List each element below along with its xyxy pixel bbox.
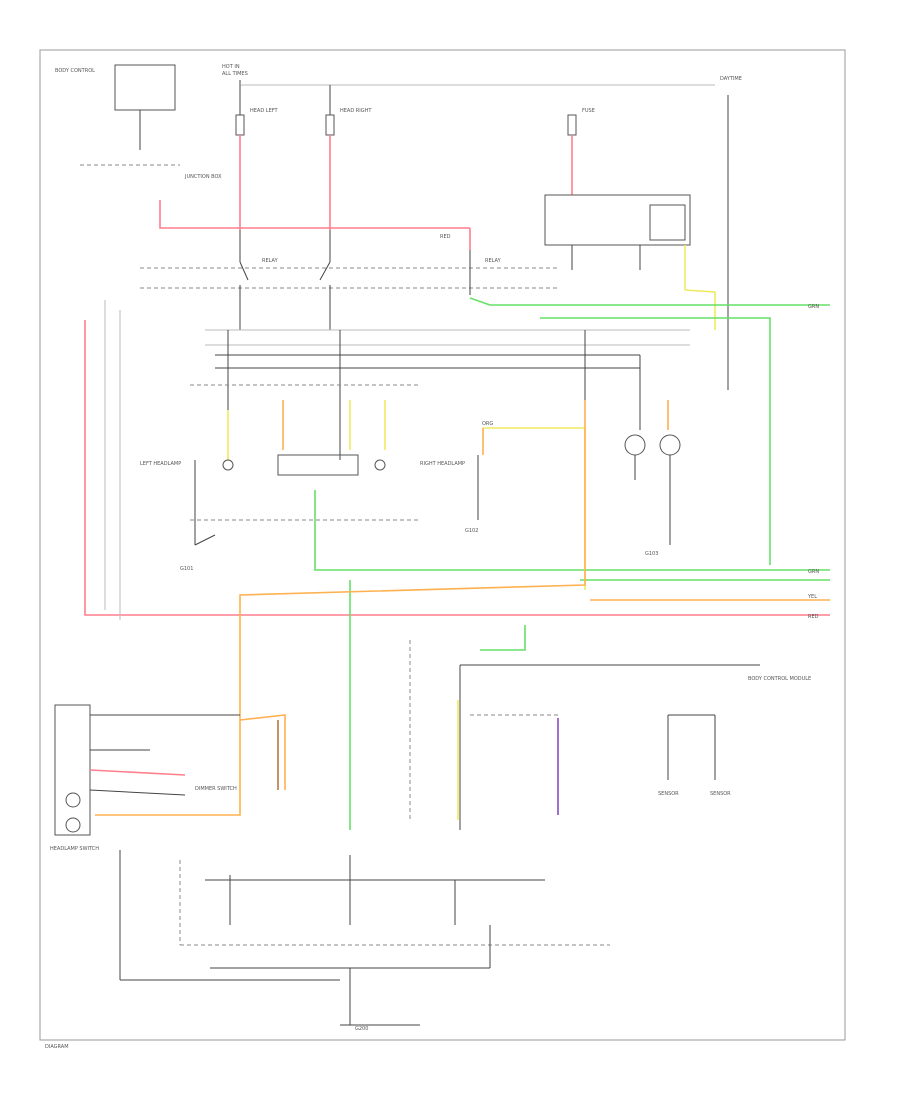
diagram-border: [39, 49, 846, 1041]
bcm-tl-label: BODY CONTROL: [55, 68, 95, 74]
green-wires: [314, 297, 830, 830]
tag-orange: ORG: [482, 421, 493, 427]
relay-mid: [319, 230, 331, 330]
tag-green-2: GRN: [808, 569, 819, 575]
tag-green: GRN: [808, 304, 819, 310]
tag-red-top: RED: [440, 234, 451, 240]
junction-box: JUNCTION BOX: [80, 164, 560, 289]
relay-right: RELAY: [469, 250, 502, 295]
orange-wires: [95, 400, 830, 816]
mid-buses: [104, 300, 690, 620]
ground-mid-label: G102: [465, 528, 478, 534]
right-lamps: G103 G102: [465, 400, 681, 590]
bcm-bottom: BODY CONTROL MODULE SENSOR SENSOR: [409, 640, 811, 830]
fuse-right-label: FUSE: [582, 108, 595, 114]
daytime-module: DAYTIME: [544, 76, 742, 390]
footer-label: DIAGRAM: [45, 1044, 69, 1050]
fuse-mid: HEAD RIGHT: [325, 108, 372, 136]
left-ground: G101: [180, 460, 216, 572]
junction-label: JUNCTION BOX: [184, 174, 222, 180]
red-wires: [84, 135, 830, 616]
fuse-left-label: HEAD LEFT: [250, 108, 279, 114]
wire-tags: GRN GRN YEL RED RED ORG: [440, 234, 819, 620]
dimmer-label: DIMMER SWITCH: [195, 786, 237, 792]
tag-red: RED: [808, 614, 819, 620]
headlamp-right-label: RIGHT HEADLAMP: [420, 461, 465, 467]
hot-label: HOT IN: [222, 64, 240, 70]
bcm-br-label: BODY CONTROL MODULE: [748, 676, 811, 682]
relay-right-label: RELAY: [485, 258, 502, 264]
ground-left-label: G101: [180, 566, 193, 572]
sensor-left-label: SENSOR: [658, 791, 679, 797]
headlamp-region: LEFT HEADLAMP RIGHT HEADLAMP: [140, 384, 465, 521]
relay-left-label: RELAY: [262, 258, 279, 264]
headlamp-left-label: LEFT HEADLAMP: [140, 461, 181, 467]
bcm-top-left: BODY CONTROL: [55, 64, 176, 150]
relay-left: RELAY: [239, 230, 279, 330]
sensor-right-label: SENSOR: [710, 791, 731, 797]
fuse-mid-label: HEAD RIGHT: [340, 108, 372, 114]
ground-bottom-label: G200: [355, 1026, 368, 1032]
switch-label: HEADLAMP SWITCH: [50, 846, 99, 852]
hot-sub-label: ALL TIMES: [222, 71, 248, 77]
tag-yellow: YEL: [807, 594, 817, 600]
daytime-label: DAYTIME: [720, 76, 742, 82]
fuse-right: FUSE: [567, 108, 595, 136]
ground-right-label: G103: [645, 551, 658, 557]
fuse-left: HEAD LEFT: [235, 108, 279, 136]
power-bus: HOT IN ALL TIMES: [222, 64, 715, 130]
switch-bank: G200: [119, 850, 610, 1032]
headlamp-switch: HEADLAMP SWITCH DIMMER SWITCH: [50, 704, 240, 852]
